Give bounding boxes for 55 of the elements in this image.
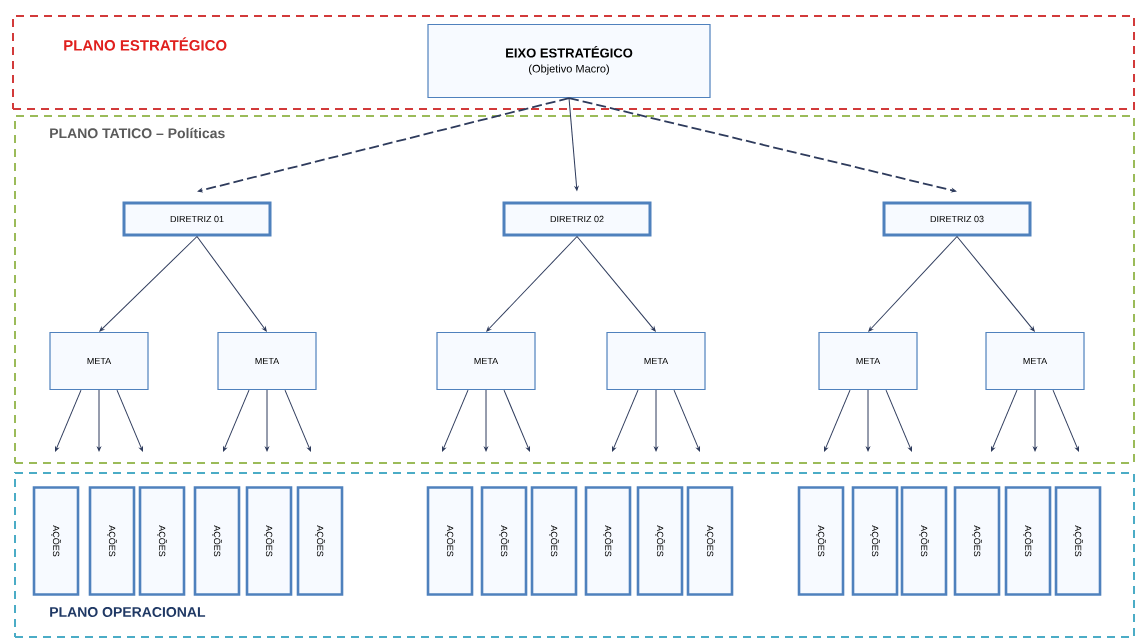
goal-box: META: [217, 331, 317, 391]
arrow: [568, 97, 957, 193]
guideline-box: DIRETRIZ 02: [502, 201, 652, 237]
arrow: [1052, 389, 1079, 452]
goal-box: META: [436, 331, 536, 391]
arrow: [486, 236, 578, 332]
action-box: AÇÕES: [636, 486, 684, 596]
goal-box: META: [818, 331, 918, 391]
arrow: [1033, 389, 1037, 452]
action-box: AÇÕES: [584, 486, 632, 596]
arrow: [868, 236, 958, 332]
arrow: [223, 389, 250, 452]
arrow: [503, 389, 530, 452]
axis-box: EIXO ESTRATÉGICO (Objetivo Macro): [427, 23, 711, 99]
arrow: [612, 389, 639, 452]
action-box: AÇÕES: [88, 486, 136, 596]
action-box: AÇÕES: [138, 486, 186, 596]
arrow: [97, 389, 101, 452]
guideline-box: DIRETRIZ 01: [122, 201, 272, 237]
arrow: [824, 389, 851, 452]
action-box: AÇÕES: [1054, 486, 1102, 596]
goal-box: META: [606, 331, 706, 391]
arrow: [196, 236, 267, 332]
arrow: [55, 389, 82, 452]
arrow: [484, 389, 488, 452]
goal-box: META: [985, 331, 1085, 391]
arrow: [197, 97, 570, 193]
action-box: AÇÕES: [296, 486, 344, 596]
arrow: [576, 236, 656, 332]
arrow: [265, 389, 269, 452]
guideline-box: DIRETRIZ 03: [882, 201, 1032, 237]
arrow: [673, 389, 700, 452]
arrow: [116, 389, 143, 452]
action-box: AÇÕES: [426, 486, 474, 596]
action-box: AÇÕES: [245, 486, 293, 596]
action-box: AÇÕES: [193, 486, 241, 596]
arrow: [654, 389, 658, 452]
action-box: AÇÕES: [851, 486, 899, 596]
action-box: AÇÕES: [686, 486, 734, 596]
arrow: [991, 389, 1018, 452]
action-box: AÇÕES: [32, 486, 80, 596]
action-box: AÇÕES: [480, 486, 528, 596]
arrow: [99, 236, 198, 332]
action-box: AÇÕES: [953, 486, 1001, 596]
action-box: AÇÕES: [900, 486, 948, 596]
arrow: [885, 389, 912, 452]
arrow: [442, 389, 469, 452]
action-box: AÇÕES: [530, 486, 578, 596]
arrow: [866, 389, 870, 452]
arrow: [284, 389, 311, 452]
arrow: [956, 236, 1035, 332]
action-box: AÇÕES: [797, 486, 845, 596]
action-box: AÇÕES: [1004, 486, 1052, 596]
goal-box: META: [49, 331, 149, 391]
arrow: [568, 97, 579, 191]
